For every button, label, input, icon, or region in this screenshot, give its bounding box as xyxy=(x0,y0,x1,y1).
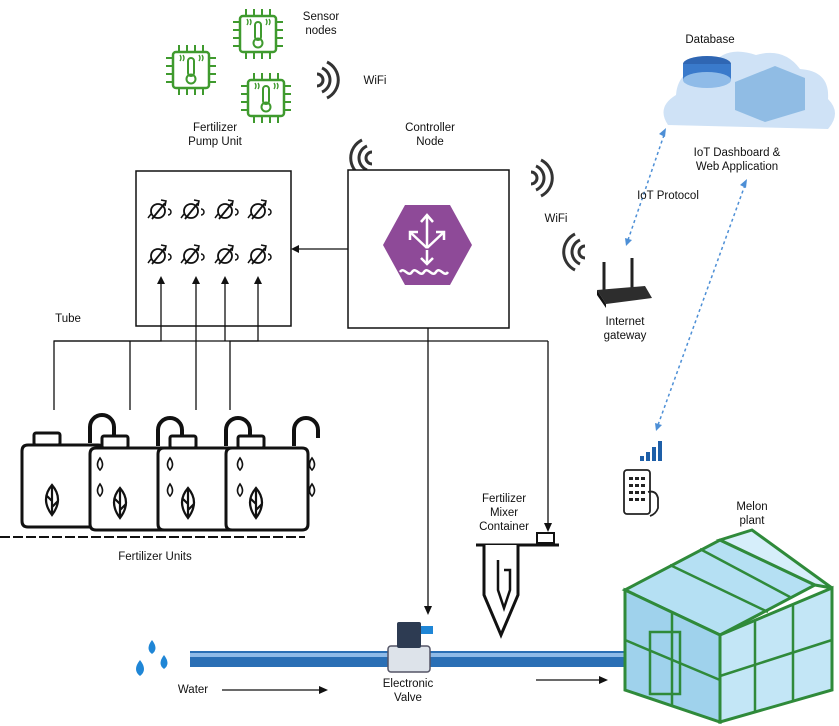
internet-gateway-label: Internet gateway xyxy=(603,316,647,342)
cloud-database-icon xyxy=(663,51,835,129)
arrowhead xyxy=(319,686,328,694)
greenhouse-icon xyxy=(621,528,834,725)
water-drop-icon xyxy=(136,640,168,676)
router-icon xyxy=(597,258,652,308)
wifi-icon xyxy=(315,60,340,100)
melon-plant-label: Melon plant xyxy=(736,501,768,527)
controller-hub-icon xyxy=(383,205,472,285)
controller-node-label: Controller Node xyxy=(405,122,455,148)
iot-protocol-link xyxy=(627,134,746,426)
mixer-funnel-icon xyxy=(476,532,559,639)
sensor-chip-icon xyxy=(164,7,293,125)
sensor-nodes-label: Sensor nodes xyxy=(302,11,340,37)
fertilizer-pump-unit-label: Fertilizer Pump Unit xyxy=(188,122,242,148)
fertilizer-units-label: Fertilizer Units xyxy=(118,551,192,563)
arrowhead xyxy=(599,676,608,684)
iot-dashboard-label: IoT Dashboard & Web Application xyxy=(693,147,781,173)
arrowhead xyxy=(544,523,552,532)
fertilizer-mixer-container-label: Fertilizer Mixer Container xyxy=(479,493,529,533)
iot-protocol-label: IoT Protocol xyxy=(637,190,699,202)
arrowhead xyxy=(424,606,432,615)
solenoid-valve-icon xyxy=(387,622,433,673)
wifi-icon xyxy=(562,232,587,272)
arrowhead xyxy=(291,245,299,253)
water-label: Water xyxy=(177,684,209,696)
smartphone-icon xyxy=(623,469,659,517)
tube-lines xyxy=(53,282,259,410)
wifi-label: WiFi xyxy=(544,213,568,225)
tube-label: Tube xyxy=(55,313,81,325)
arrowhead xyxy=(157,276,262,284)
electronic-valve-label: Electronic Valve xyxy=(382,678,434,704)
arrowhead xyxy=(625,128,747,431)
wifi-icon xyxy=(529,158,554,198)
fertilizer-jerrycan-icon xyxy=(20,413,320,532)
signal-bars-icon xyxy=(640,441,662,461)
database-label: Database xyxy=(685,34,735,46)
wifi-label: WiFi xyxy=(363,75,387,87)
